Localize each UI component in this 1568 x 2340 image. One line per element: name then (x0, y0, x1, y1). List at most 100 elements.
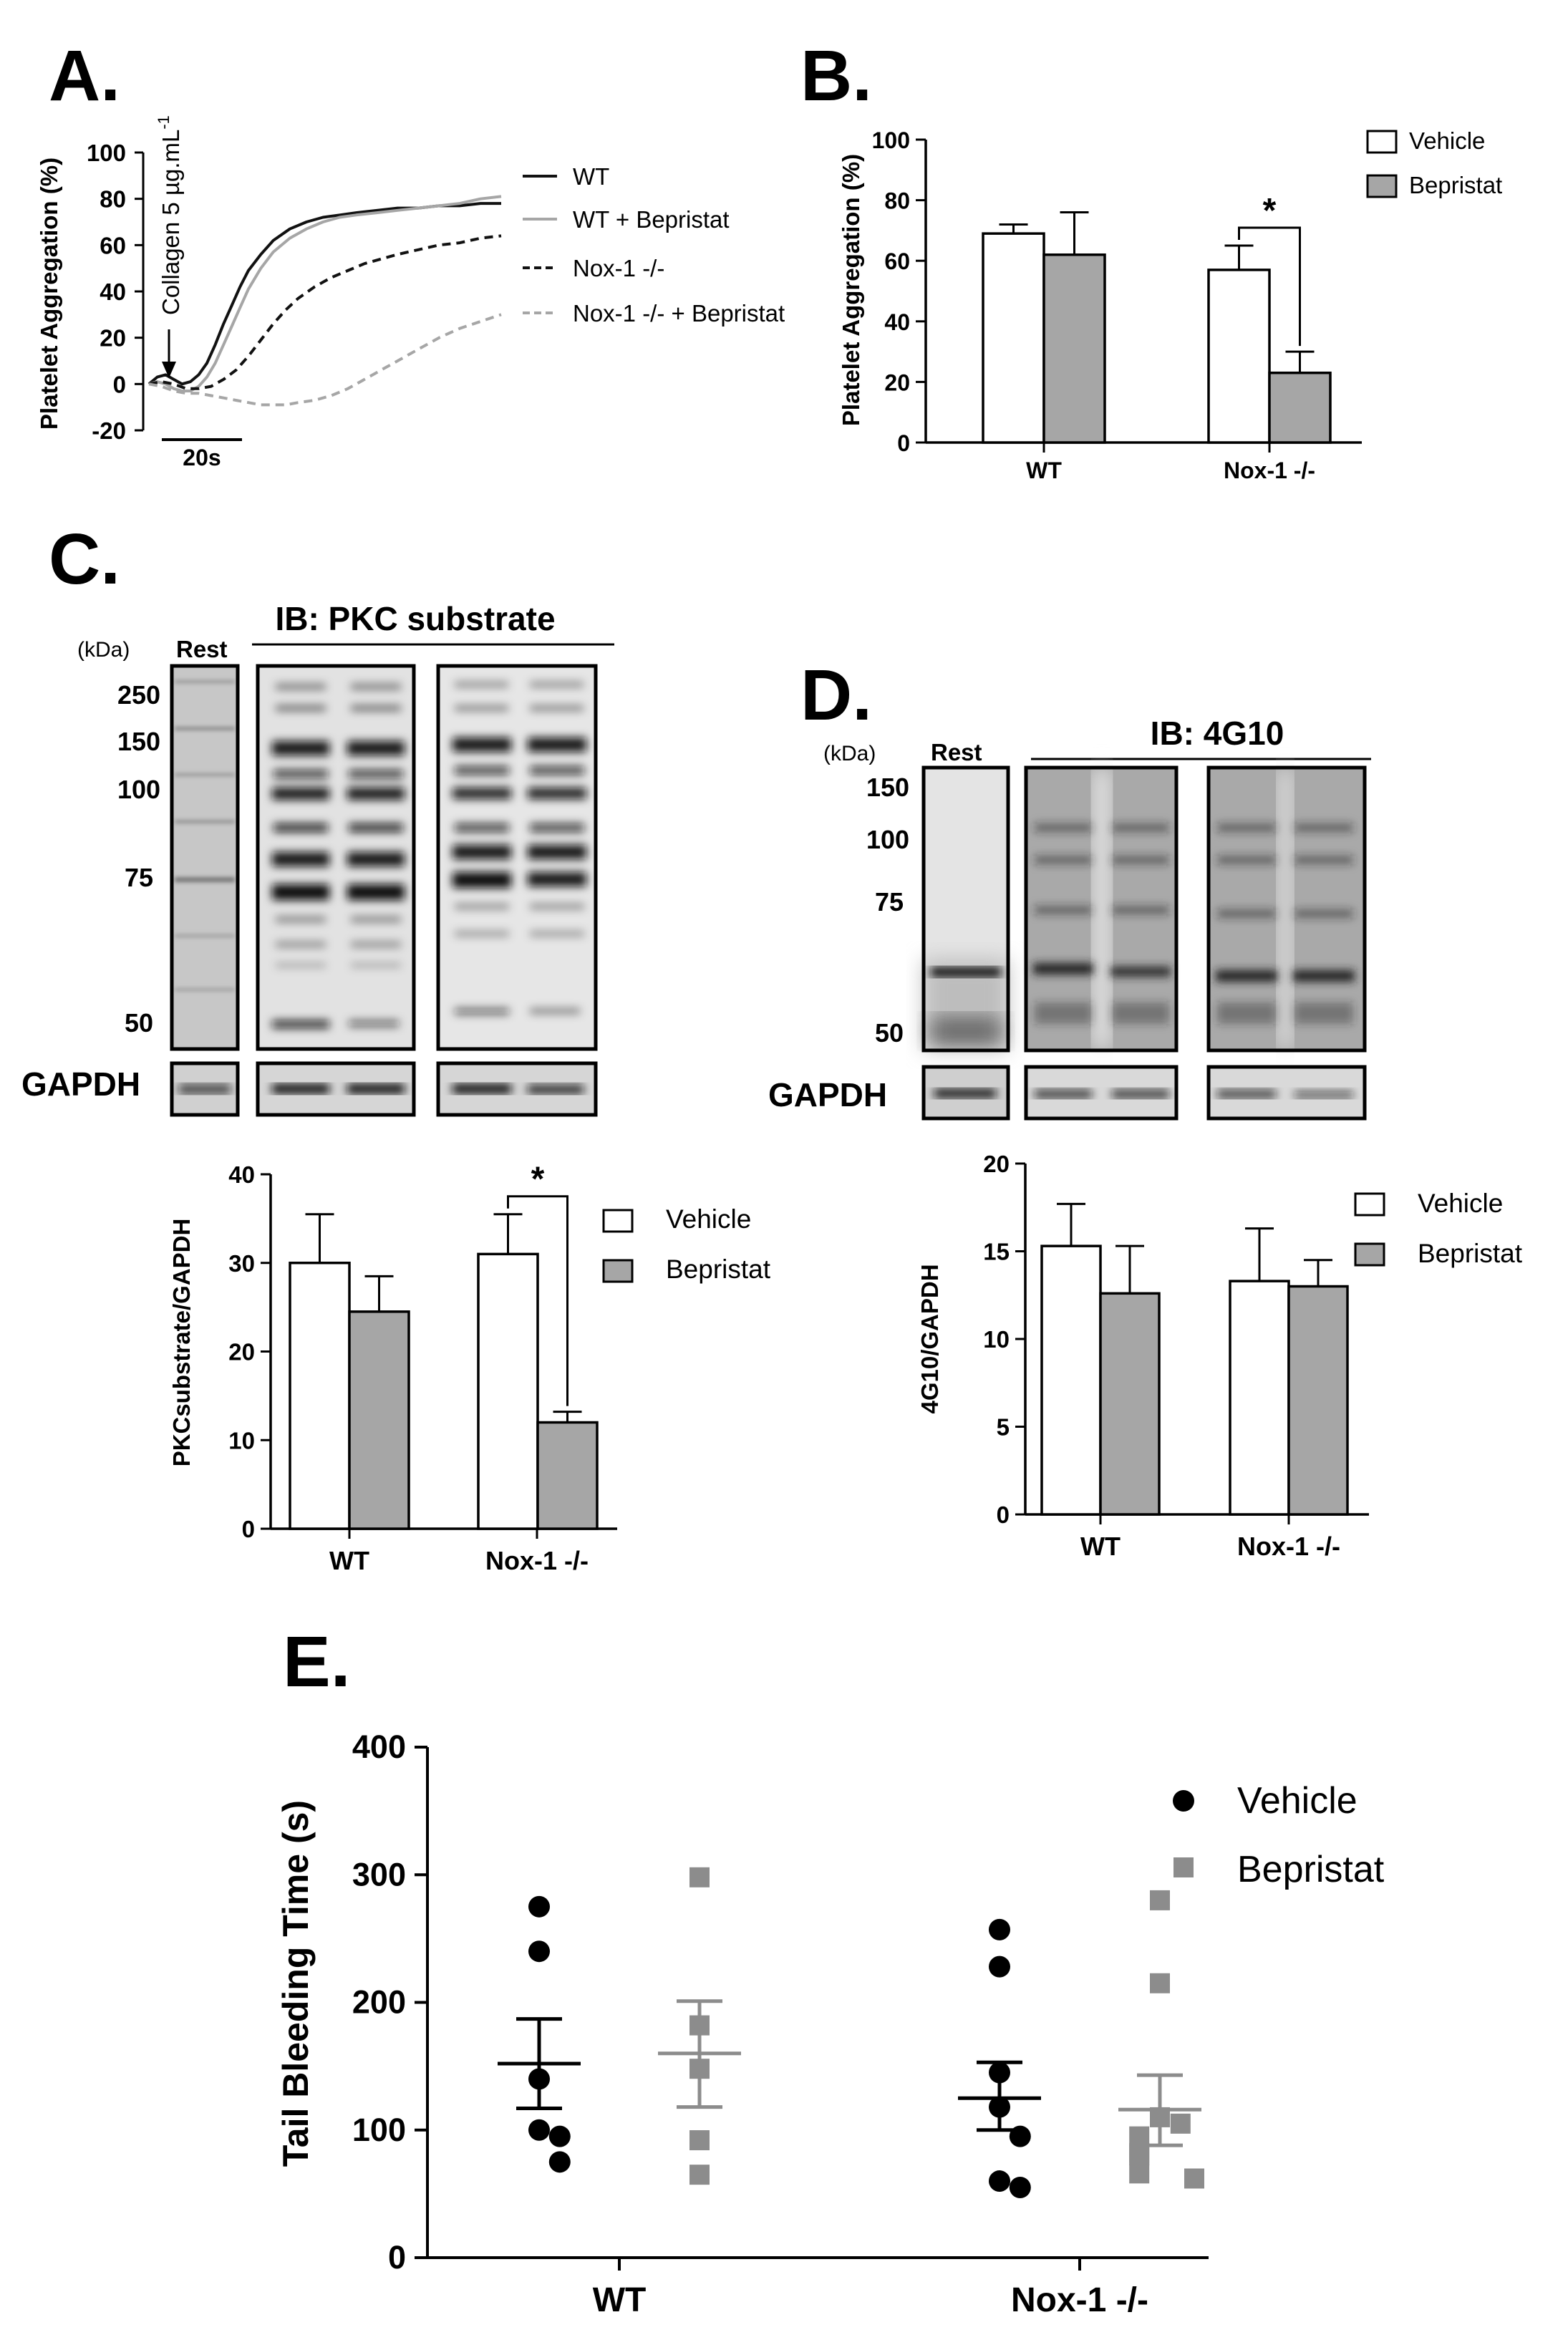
legend-label-bepristat: Bepristat (1237, 1849, 1385, 1890)
panel-label-a: A. (49, 36, 120, 116)
y-tick-label: 0 (997, 1502, 1010, 1528)
blot-d-marker-150: 150 (866, 773, 909, 802)
panel-d-legend: Vehicle Bepristat (1354, 1189, 1523, 1268)
bar (348, 1310, 410, 1530)
pkc-substrate-blot: IB: PKC substrate (kDa) Rest 250 150 100… (21, 600, 614, 1117)
bar (982, 232, 1045, 444)
y-tick-label: 5 (997, 1414, 1010, 1441)
significance-bracket (507, 1195, 568, 1406)
bar (1287, 1285, 1349, 1516)
data-point (689, 1867, 710, 1887)
blot-d-marker-100: 100 (866, 825, 909, 854)
blot-c-gapdh-label: GAPDH (21, 1065, 140, 1103)
legend-marker-vehicle (1173, 1790, 1194, 1812)
y-tick-label: 0 (113, 371, 126, 397)
legend-swatch-bepristat (1366, 174, 1398, 198)
data-point (528, 2119, 550, 2141)
data-point (1009, 2176, 1031, 2198)
legend-label-2: Nox-1 -/- (573, 255, 664, 281)
y-tick-label: 30 (228, 1250, 255, 1277)
bar (289, 1262, 351, 1530)
blot-c-marker-50: 50 (125, 1008, 153, 1038)
y-tick-label: 20 (228, 1339, 255, 1365)
legend-label-1: WT + Bepristat (573, 206, 730, 233)
y-tick-label: 0 (897, 430, 910, 456)
x-tick-label: WT (593, 2281, 647, 2319)
blot-d-nox1-lanes (1206, 765, 1367, 1053)
panel-b-ylabel: Platelet Aggregation (%) (838, 154, 864, 426)
panel-d-ylabel: 4G10/GAPDH (916, 1264, 943, 1413)
x-tick-label: Nox-1 -/- (1237, 1532, 1340, 1561)
y-tick-label: 15 (983, 1239, 1010, 1265)
y-tick-label: 200 (352, 1984, 406, 2021)
legend-label-bepristat: Bepristat (1418, 1239, 1523, 1268)
blot-d-title: IB: 4G10 (1151, 715, 1284, 752)
bar (1042, 253, 1106, 444)
legend-marker-bepristat (1173, 1857, 1194, 1877)
legend-swatch-bepristat (602, 1259, 634, 1283)
y-tick-label: 400 (352, 1729, 406, 1765)
legend-label-vehicle: Vehicle (1418, 1189, 1503, 1218)
y-tick-label: 20 (100, 325, 126, 352)
legend-label-vehicle: Vehicle (666, 1204, 751, 1234)
data-point (1150, 1973, 1170, 1993)
legend-label-0: WT (573, 163, 609, 190)
blot-d-wt-lanes (1024, 765, 1179, 1053)
panel-label-d: D. (800, 655, 872, 735)
y-tick-label: 0 (388, 2239, 406, 2276)
bar (1268, 371, 1332, 444)
y-tick-label: 100 (352, 2112, 406, 2148)
data-point (528, 1940, 550, 1963)
legend-swatch-vehicle (602, 1209, 634, 1233)
panel-label-e: E. (283, 1622, 350, 1702)
y-tick-label: 10 (983, 1326, 1010, 1353)
blot-d-marker-50: 50 (875, 1018, 904, 1048)
x-tick-label: WT (329, 1546, 369, 1575)
blot-d-kda-label: (kDa) (823, 742, 876, 765)
data-point (528, 1895, 550, 1918)
x-tick-label: WT (1026, 458, 1062, 483)
trace-3 (148, 313, 502, 407)
data-point (1129, 2145, 1150, 2166)
blot-c-marker-100: 100 (117, 775, 160, 804)
data-point (689, 2165, 710, 2185)
x-tick-label: Nox-1 -/- (485, 1546, 589, 1575)
y-tick-label: 60 (100, 232, 126, 258)
bar (1099, 1292, 1161, 1516)
blot-d-marker-75: 75 (875, 887, 904, 917)
x-tick-label: WT (1080, 1532, 1121, 1561)
bar (1229, 1280, 1290, 1516)
svg-text:Collagen 5 µg.mL-1: Collagen 5 µg.mL-1 (155, 115, 184, 315)
blot-c-rest-label: Rest (176, 636, 228, 662)
blot-c-title: IB: PKC substrate (275, 600, 555, 637)
blot-d-gapdh-row (921, 1065, 1367, 1121)
y-tick-label: 300 (352, 1856, 406, 1892)
significance-star: * (531, 1161, 545, 1199)
collagen-arrow-head (162, 362, 176, 378)
y-tick-label: 0 (242, 1516, 255, 1542)
significance-bracket (1238, 226, 1301, 347)
blot-c-nox1-lanes (436, 664, 598, 1051)
y-tick-label: 40 (884, 309, 910, 335)
blot-c-rest-lane (170, 664, 240, 1051)
panel-a-traces (147, 195, 502, 407)
panel-c-legend: Vehicle Bepristat (602, 1204, 771, 1284)
bar (477, 1252, 539, 1530)
legend-swatch-vehicle (1354, 1192, 1385, 1217)
panel-c-ylabel: PKCsubstrate/GAPDH (168, 1219, 195, 1467)
y-tick-label: 10 (228, 1427, 255, 1454)
trace-1 (148, 195, 502, 392)
y-tick-label: 100 (87, 140, 126, 166)
blot-d-gapdh-label: GAPDH (768, 1076, 887, 1113)
y-tick-label: 100 (872, 127, 910, 153)
y-tick-label: 60 (884, 248, 910, 274)
4g10-blot: IB: 4G10 (kDa) Rest 150 100 75 50 (768, 715, 1371, 1121)
y-tick-label: 40 (100, 279, 126, 305)
legend-label-bepristat: Bepristat (1409, 172, 1502, 198)
data-point (1129, 2163, 1150, 2184)
data-point (1150, 1890, 1170, 1910)
